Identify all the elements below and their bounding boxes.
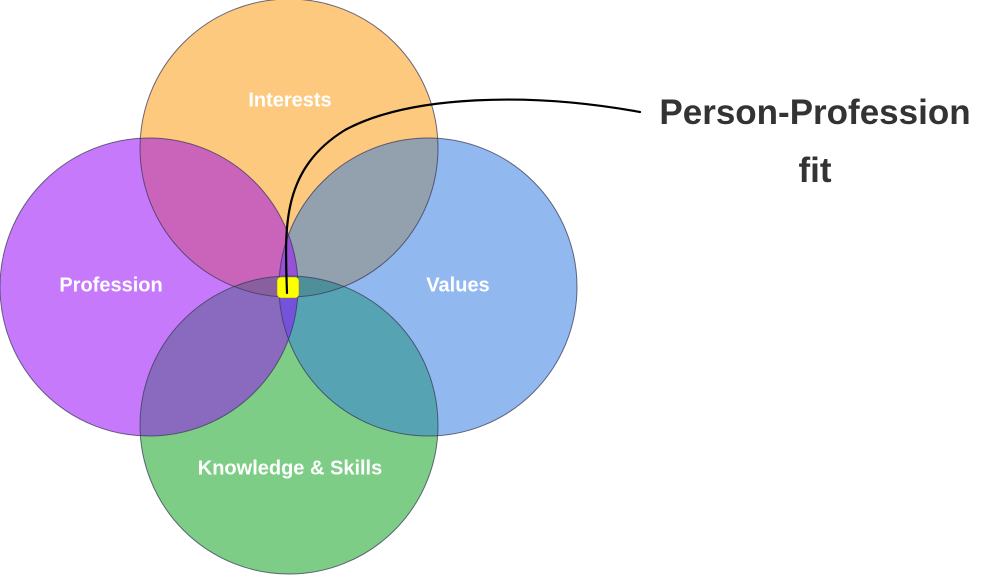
interests-label: Interests — [248, 89, 332, 112]
callout-connector-line — [284, 98, 642, 295]
profession-label: Profession — [59, 274, 163, 297]
values-label: Values — [426, 274, 490, 297]
intersection-marker — [276, 276, 300, 299]
callout-line-1: Person-Profession — [659, 93, 971, 132]
callout-line-2: fit — [798, 151, 832, 190]
knowledge-skills-label: Knowledge & Skills — [197, 457, 383, 480]
person-profession-fit-callout: Person-Profession fit — [640, 84, 990, 200]
